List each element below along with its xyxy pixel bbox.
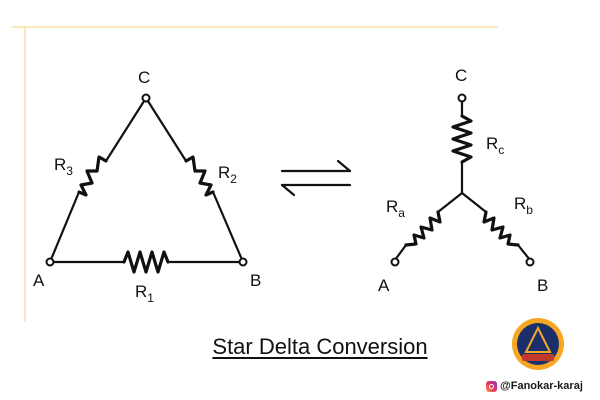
delta-node-a: [45, 257, 55, 267]
resistor-r1: [122, 250, 170, 274]
star-network: C A B Rc Ra Rb: [378, 66, 548, 295]
star-label-rb: Rb: [514, 194, 533, 217]
arrow-right-head: [336, 159, 352, 173]
star-wire-b-bottom: [516, 243, 532, 262]
star-wire-b-top: [460, 191, 488, 214]
star-label-ra: Ra: [386, 197, 405, 220]
resistor-rc: [451, 114, 473, 164]
star-node-c: [457, 93, 467, 103]
resistor-rb: [482, 210, 520, 247]
star-node-b: [525, 257, 535, 267]
brand-logo: [512, 318, 564, 370]
star-label-b: B: [537, 276, 548, 295]
delta-network: C A B R3 R2 R1: [33, 68, 261, 305]
star-wire-a-top: [436, 191, 464, 214]
resistor-ra: [404, 210, 442, 247]
delta-label-b: B: [250, 271, 261, 290]
instagram-icon: [486, 380, 497, 392]
delta-label-c: C: [138, 68, 150, 87]
social-handle: @Fanokar-karaj: [484, 377, 594, 395]
logo-mountain-icon: [524, 325, 552, 353]
resistor-r2: [184, 155, 215, 197]
delta-label-a: A: [33, 271, 45, 290]
delta-label-r1: R1: [135, 282, 154, 305]
resistor-r3: [77, 155, 108, 197]
star-wire-a-bottom: [393, 243, 408, 262]
delta-wire-right-bottom: [211, 190, 245, 264]
star-label-c: C: [455, 66, 467, 85]
arrow-left-head: [280, 183, 296, 197]
star-label-a: A: [378, 276, 390, 295]
diagram-caption: Star Delta Conversion: [212, 334, 428, 359]
star-label-rc: Rc: [486, 134, 504, 157]
star-node-a: [390, 257, 400, 267]
delta-wire-right-top: [144, 96, 188, 163]
logo-banner: [522, 354, 554, 361]
delta-wire-left-bottom: [48, 190, 81, 264]
delta-label-r3: R3: [54, 155, 73, 178]
delta-label-r2: R2: [218, 163, 237, 186]
delta-node-b: [238, 257, 248, 267]
delta-node-c: [141, 93, 151, 103]
delta-wire-left-top: [104, 96, 148, 163]
social-handle-text: @Fanokar-karaj: [500, 380, 583, 392]
equivalence-arrows-icon: [280, 159, 352, 197]
